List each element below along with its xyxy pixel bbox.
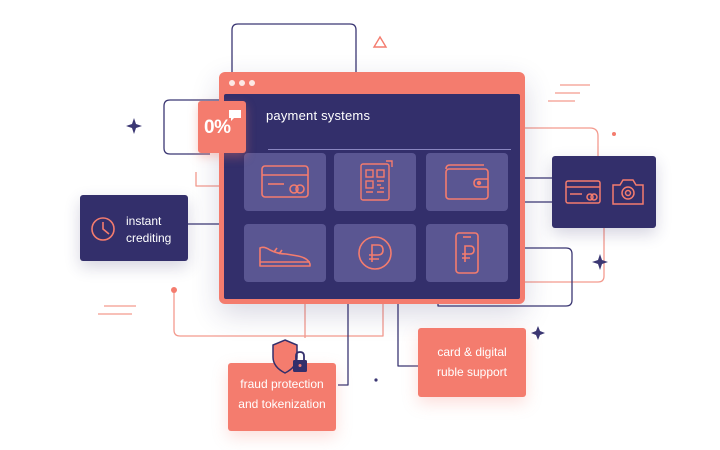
- instant-crediting-card: instant crediting: [80, 195, 188, 261]
- clock-icon: [91, 217, 115, 241]
- window-content: payment systems: [224, 94, 520, 299]
- payment-methods-card: [552, 156, 656, 228]
- tile-ruble-coin[interactable]: [334, 224, 416, 282]
- window-titlebar: [219, 72, 525, 94]
- fraud-protection-card: fraud protection and tokenization: [228, 363, 336, 431]
- qr-code-icon: [360, 160, 393, 201]
- window-dot: [229, 80, 235, 86]
- tile-sneaker[interactable]: [244, 224, 326, 282]
- zero-percent-badge: 0%: [198, 101, 246, 153]
- mobile-ruble-icon: [455, 232, 479, 274]
- fraud-protection-label: fraud protection and tokenization: [238, 377, 326, 411]
- window-dot: [239, 80, 245, 86]
- card-ruble-support-card: card & digital ruble support: [418, 328, 526, 397]
- tile-mobile-ruble[interactable]: [426, 224, 508, 282]
- shield-lock-icon: [272, 339, 307, 374]
- sneaker-icon: [259, 246, 311, 267]
- instant-crediting-label: instant crediting: [126, 214, 172, 245]
- credit-card-icon: [261, 165, 309, 198]
- payment-window: payment systems: [219, 72, 525, 304]
- window-dot: [249, 80, 255, 86]
- credit-card-icon: [565, 180, 601, 204]
- window-title: payment systems: [266, 108, 371, 123]
- card-ruble-support-label: card & digital ruble support: [436, 345, 508, 379]
- tile-wallet[interactable]: [426, 153, 508, 211]
- ruble-coin-icon: [358, 236, 392, 270]
- tile-credit-card[interactable]: [244, 153, 326, 211]
- tile-qr-code[interactable]: [334, 153, 416, 211]
- badge-text: 0%: [204, 117, 231, 138]
- camera-icon: [612, 179, 644, 205]
- wallet-icon: [445, 164, 489, 200]
- title-divider: [268, 149, 511, 150]
- chat-bubble-icon: [229, 110, 241, 121]
